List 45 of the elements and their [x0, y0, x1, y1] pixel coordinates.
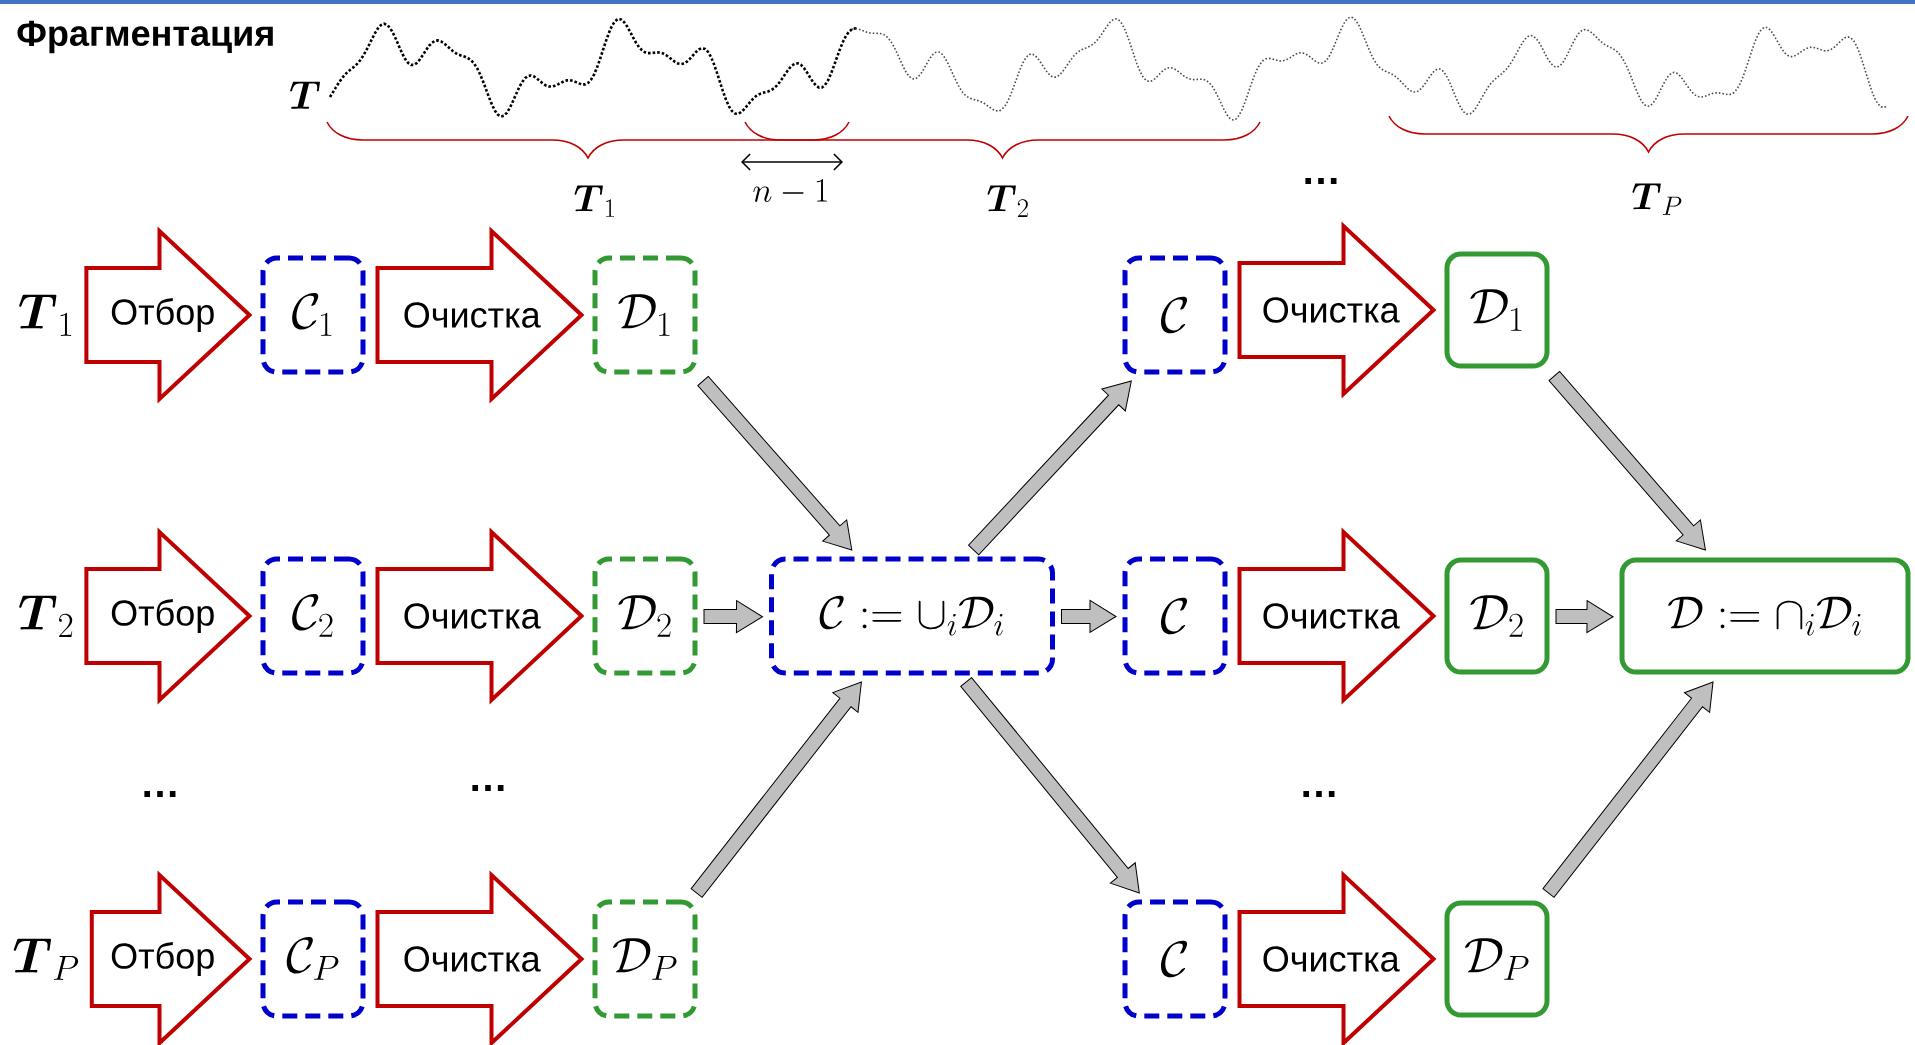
edge-label: Очистка [401, 602, 542, 630]
ellipsis: … [1303, 791, 1335, 797]
edge-label: Очистка [401, 301, 542, 329]
arrow [1542, 681, 1714, 898]
arrow [968, 380, 1132, 556]
edge-label: Отбор [109, 297, 217, 333]
ellipsis: … [472, 785, 504, 791]
set-box: $\mathcal{C}$ [1122, 255, 1228, 375]
arrow [690, 681, 862, 898]
arrow [1061, 599, 1117, 633]
arrow [1555, 600, 1614, 634]
arrow [960, 677, 1140, 894]
set-box: $\mathcal{C}$ [1122, 556, 1228, 676]
set-box: $\mathcal{D}_P$ [1444, 900, 1550, 1018]
title: Фрагментация [17, 20, 273, 54]
arrow [697, 375, 853, 551]
set-box: $\mathcal{C}_1$ [260, 255, 366, 375]
set-box: $\mathcal{C}$ [1122, 899, 1228, 1019]
edge-label: Очистка [1260, 602, 1401, 630]
symbol-label: $\boldsymbol{T}_2$ [987, 185, 1028, 217]
symbol-label: $n-1$ [753, 179, 827, 202]
set-box: $\mathcal{D}_2$ [1444, 557, 1550, 675]
arrow [1548, 370, 1706, 551]
symbol-label: $\boldsymbol{T}_1$ [19, 294, 72, 336]
symbol-label: $\boldsymbol{T}_P$ [1632, 183, 1682, 215]
edge-label: Отбор [109, 598, 217, 634]
set-box: $\mathcal{C}_P$ [260, 899, 366, 1019]
edge-label: Очистка [1260, 945, 1401, 973]
arrow [703, 600, 763, 634]
edge-label: Очистка [401, 945, 542, 973]
ellipsis: … [144, 791, 176, 797]
edge-label: Отбор [109, 941, 217, 977]
set-box: $\mathcal{C}_2$ [260, 556, 366, 676]
symbol-label: $\boldsymbol{T}_2$ [19, 595, 73, 637]
symbol-label: $\boldsymbol{T}_1$ [574, 185, 614, 217]
set-box: $\mathcal{D}_P$ [592, 899, 698, 1019]
set-box: $\mathcal{C} := \cup_i \mathcal{D}_i$ [769, 556, 1055, 676]
set-box: $\mathcal{D}_1$ [592, 255, 698, 375]
symbol-label: $\boldsymbol{T}$ [290, 81, 320, 109]
symbol-label: $\boldsymbol{T}_P$ [13, 938, 79, 980]
edge-label: Очистка [1260, 296, 1401, 324]
ellipsis: … [1305, 178, 1337, 184]
set-box: $\mathcal{D}_1$ [1444, 251, 1550, 369]
set-box: $\mathcal{D} := \cap_i \mathcal{D}_i$ [1619, 557, 1911, 675]
set-box: $\mathcal{D}_2$ [592, 556, 698, 676]
